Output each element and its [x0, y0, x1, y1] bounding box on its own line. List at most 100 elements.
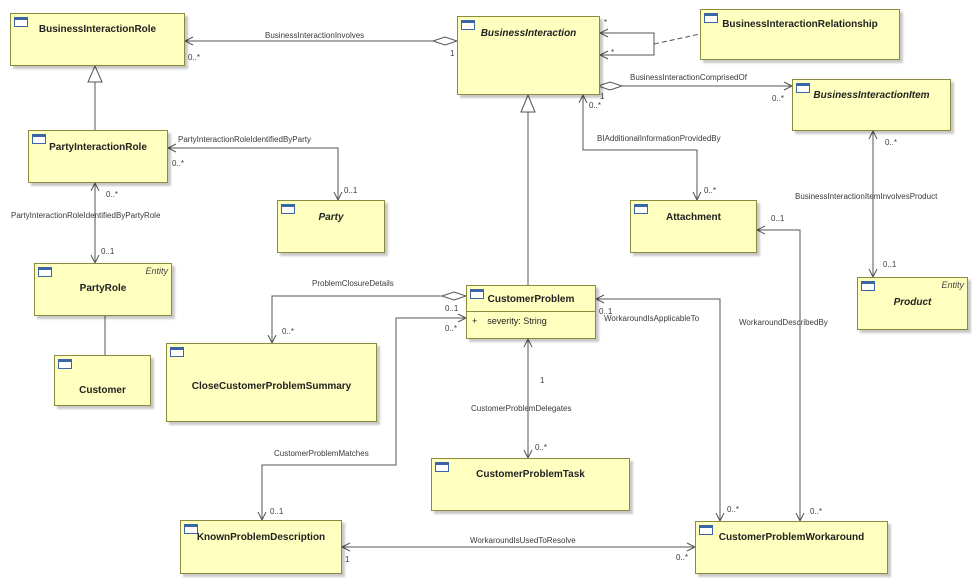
association-label: PartyInteractionRoleIdentifiedByPartyRol… [11, 211, 161, 220]
class-attachment[interactable]: Attachment [630, 200, 757, 253]
multiplicity-label: 0..* [727, 505, 740, 514]
class-name: BusinessInteraction [480, 28, 577, 39]
class-party-role[interactable]: Entity PartyRole [34, 263, 172, 316]
multiplicity-label: 0..* [810, 507, 823, 516]
edge-business-interaction-self[interactable] [600, 32, 655, 56]
edge-association-class-link [653, 33, 701, 45]
class-icon [184, 524, 198, 534]
association-label: CustomerProblemDelegates [471, 404, 572, 413]
association-label: BusinessInteractionItemInvolvesProduct [795, 192, 938, 201]
arrowhead-open [755, 225, 766, 235]
arrowhead-open [90, 181, 100, 192]
multiplicity-label: 0..1 [883, 260, 897, 269]
association-label: WorkaroundIsUsedToResolve [470, 536, 576, 545]
multiplicity-label: 0..* [772, 94, 785, 103]
edge-customer-problem-matches[interactable] [261, 317, 466, 520]
class-name: CustomerProblemWorkaround [718, 532, 865, 543]
multiplicity-label: 0..1 [344, 186, 358, 195]
association-label: WorkaroundIsApplicableTo [604, 314, 700, 323]
class-name: Customer [79, 385, 126, 396]
multiplicity-label: 0..1 [599, 307, 613, 316]
generalization-triangle [520, 93, 536, 113]
class-close-customer-problem-summary[interactable]: CloseCustomerProblemSummary [166, 343, 377, 422]
class-business-interaction[interactable]: BusinessInteraction [457, 16, 600, 95]
arrowhead-open [578, 93, 588, 104]
multiplicity-label: 0..1 [771, 214, 785, 223]
class-icon [281, 204, 295, 214]
class-icon [435, 462, 449, 472]
class-name: PartyRole [79, 283, 127, 294]
multiplicity-label: 0..* [589, 101, 602, 110]
edge-workaround-is-applicable-to[interactable] [596, 298, 721, 521]
multiplicity-label: 1 [450, 49, 455, 58]
multiplicity-label: 1 [345, 555, 350, 564]
multiplicity-label: 0..* [172, 159, 185, 168]
class-icon [704, 13, 718, 23]
arrowhead-open [598, 28, 609, 38]
edge-workaround-described-by[interactable] [757, 229, 801, 521]
class-icon [32, 134, 46, 144]
multiplicity-label: 0..* [282, 327, 295, 336]
class-name: Product [893, 297, 932, 308]
arrowhead-open [523, 337, 533, 348]
multiplicity-label: 0..* [885, 138, 898, 147]
aggregation-diamond [431, 36, 459, 46]
edge-problem-closure-details[interactable] [271, 295, 442, 343]
class-business-interaction-relationship[interactable]: BusinessInteractionRelationship [700, 9, 900, 60]
multiplicity-label: 0..1 [270, 507, 284, 516]
class-name: PartyInteractionRole [49, 142, 147, 153]
generalization-triangle [87, 64, 103, 83]
multiplicity-label: 0..* [106, 190, 119, 199]
class-customer-problem-workaround[interactable]: CustomerProblemWorkaround [695, 521, 888, 574]
class-icon [796, 83, 810, 93]
class-party-interaction-role[interactable]: PartyInteractionRole [28, 130, 168, 183]
edge-party-interaction-role-identified-by-party[interactable] [168, 147, 339, 200]
association-label: BusinessInteractionComprisedOf [630, 73, 747, 82]
association-label: BusinessInteractionInvolves [265, 31, 365, 40]
class-icon [470, 289, 484, 299]
arrowhead-open [340, 542, 351, 552]
class-name: CloseCustomerProblemSummary [191, 381, 352, 392]
multiplicity-label: * [604, 18, 608, 27]
aggregation-diamond [596, 81, 624, 91]
class-name: Attachment [665, 212, 721, 223]
multiplicity-label: 1 [600, 92, 605, 101]
arrowhead-open [594, 294, 605, 304]
multiplicity-label: 0..* [188, 53, 201, 62]
multiplicity-label: 0..* [676, 553, 689, 562]
class-name: BusinessInteractionItem [813, 90, 930, 101]
aggregation-diamond [440, 291, 468, 301]
class-icon [170, 347, 184, 357]
class-icon [699, 525, 713, 535]
class-product[interactable]: Entity Product [857, 277, 968, 330]
edge-bi-additional-information-provided-by[interactable] [582, 95, 698, 200]
arrowhead-open [868, 129, 878, 140]
class-customer-problem[interactable]: CustomerProblem + severity: String [466, 285, 596, 339]
class-compartment-separator [467, 311, 595, 312]
class-name: BusinessInteractionRelationship [722, 19, 878, 30]
class-party[interactable]: Party [277, 200, 385, 253]
multiplicity-label: 0..1 [445, 304, 459, 313]
arrowhead-open [183, 36, 194, 46]
multiplicity-label: 0..1 [101, 247, 115, 256]
association-label: BIAdditionalInformationProvidedBy [597, 134, 721, 143]
class-icon [861, 281, 875, 291]
arrowhead-open [598, 50, 609, 60]
class-customer[interactable]: Customer [54, 355, 151, 406]
class-name: CustomerProblem [487, 294, 575, 305]
class-known-problem-description[interactable]: KnownProblemDescription [180, 520, 342, 574]
class-business-interaction-role[interactable]: BusinessInteractionRole [10, 13, 185, 66]
class-icon [38, 267, 52, 277]
class-stereotype: Entity [941, 280, 964, 290]
class-icon [58, 359, 72, 369]
class-customer-problem-task[interactable]: CustomerProblemTask [431, 458, 630, 511]
class-name: BusinessInteractionRole [38, 24, 157, 35]
class-icon [461, 20, 475, 30]
class-stereotype: Entity [145, 266, 168, 276]
association-label: ProblemClosureDetails [312, 279, 394, 288]
multiplicity-label: 0..* [445, 324, 458, 333]
multiplicity-label: * [611, 48, 615, 57]
association-label: CustomerProblemMatches [274, 449, 369, 458]
class-business-interaction-item[interactable]: BusinessInteractionItem [792, 79, 951, 131]
